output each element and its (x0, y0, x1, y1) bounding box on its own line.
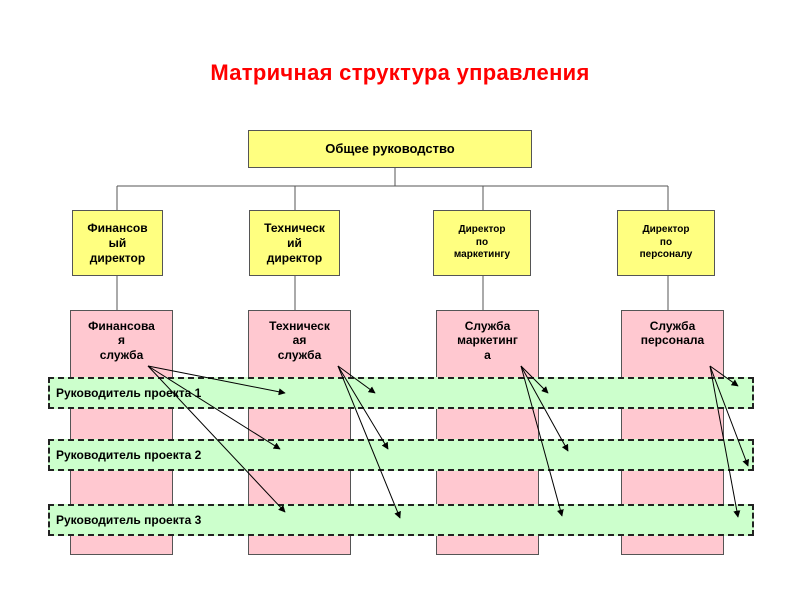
marketing-director-box: Директор по маркетингу (433, 210, 531, 276)
hr-service-label: Служба персонала (640, 319, 705, 348)
technical-director-box: Техническ ий директор (249, 210, 340, 276)
project-band-3: Руководитель проекта 3 (48, 504, 754, 536)
financial-service-label: Финансова я служба (88, 319, 155, 362)
diagram-title: Матричная структура управления (210, 60, 590, 85)
technical-service-label: Техническ ая служба (269, 319, 330, 362)
project-manager-3-label: Руководитель проекта 3 (56, 513, 202, 527)
general-management-box: Общее руководство (248, 130, 532, 168)
marketing-service-label: Служба маркетинг а (457, 319, 518, 362)
hr-director-box: Директор по персоналу (617, 210, 715, 276)
project-band-1: Руководитель проекта 1 (48, 377, 754, 409)
project-manager-1-label: Руководитель проекта 1 (56, 386, 202, 400)
project-band-2: Руководитель проекта 2 (48, 439, 754, 471)
financial-director-box: Финансов ый директор (72, 210, 163, 276)
project-manager-2-label: Руководитель проекта 2 (56, 448, 202, 462)
